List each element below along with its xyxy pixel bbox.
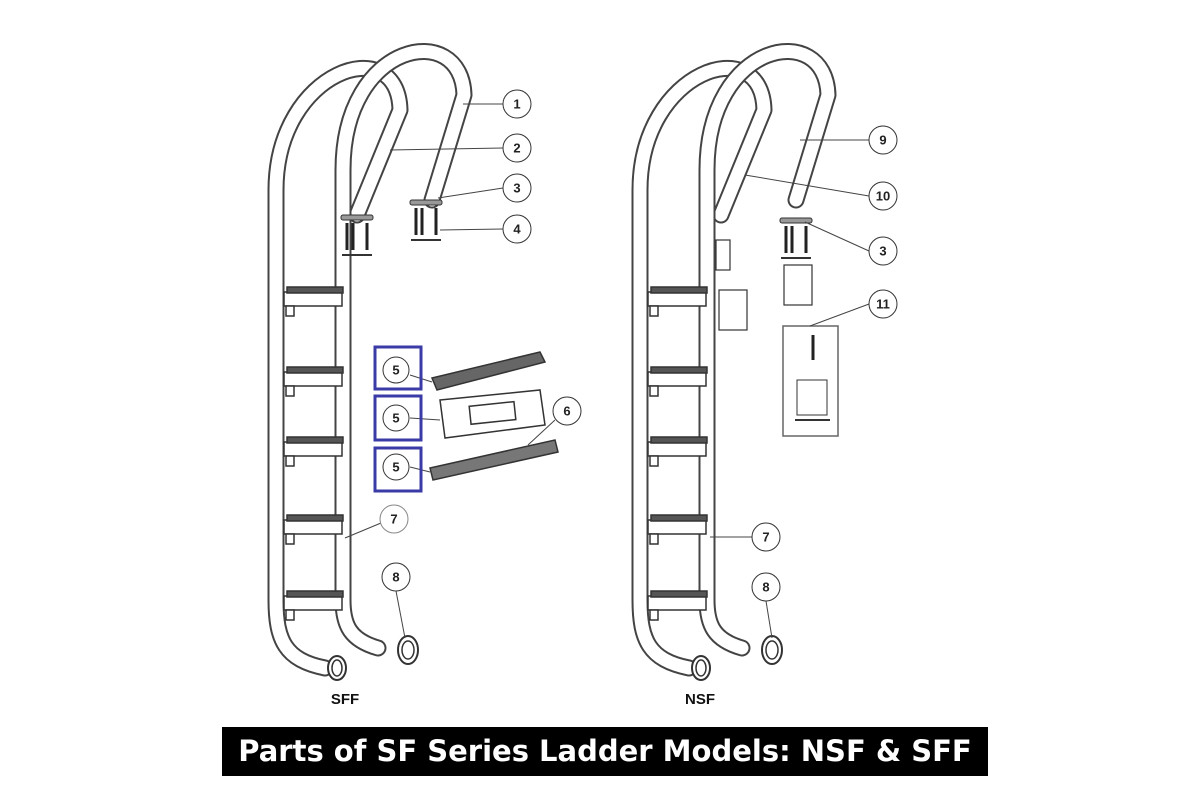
svg-text:7: 7 <box>762 530 769 545</box>
part-11-inset <box>782 325 839 437</box>
callout-6: 6 <box>552 396 582 426</box>
svg-text:4: 4 <box>513 222 521 237</box>
svg-text:10: 10 <box>876 189 890 204</box>
svg-text:3: 3 <box>879 244 886 259</box>
callout-3: 3 <box>502 173 532 203</box>
svg-text:11: 11 <box>876 297 890 312</box>
sff-ladder-drawing <box>276 51 559 680</box>
callout-8: 8 <box>381 562 411 592</box>
step-parts <box>429 351 559 481</box>
callout-10: 10 <box>868 181 898 211</box>
svg-text:6: 6 <box>563 404 570 419</box>
callout-7: 7 <box>379 504 409 534</box>
svg-text:1: 1 <box>513 97 520 112</box>
callout-11: 11 <box>868 289 898 319</box>
svg-text:3: 3 <box>513 181 520 196</box>
callout-8-nsf: 8 <box>751 572 781 602</box>
callout-5-highlighted: 5 <box>373 394 423 442</box>
svg-text:9: 9 <box>879 133 886 148</box>
svg-text:2: 2 <box>513 141 520 156</box>
svg-text:5: 5 <box>392 363 399 378</box>
model-label-nsf: NSF <box>685 691 715 708</box>
nsf-ladder-drawing <box>640 51 828 680</box>
svg-text:5: 5 <box>392 460 399 475</box>
callout-2: 2 <box>502 133 532 163</box>
svg-text:5: 5 <box>392 411 399 426</box>
leader-lines <box>344 103 870 639</box>
svg-text:8: 8 <box>392 570 399 585</box>
callout-5-highlighted: 5 <box>373 345 423 391</box>
caption-title: Parts of SF Series Ladder Models: NSF & … <box>222 727 988 776</box>
svg-text:8: 8 <box>762 580 769 595</box>
callout-9: 9 <box>868 125 898 155</box>
callout-3-nsf: 3 <box>868 236 898 266</box>
model-label-sff: SFF <box>331 691 359 708</box>
callout-1: 1 <box>502 89 532 119</box>
callout-7-nsf: 7 <box>751 522 781 552</box>
callout-5-highlighted: 5 <box>373 446 423 493</box>
callout-4: 4 <box>502 214 532 244</box>
svg-text:7: 7 <box>390 512 397 527</box>
